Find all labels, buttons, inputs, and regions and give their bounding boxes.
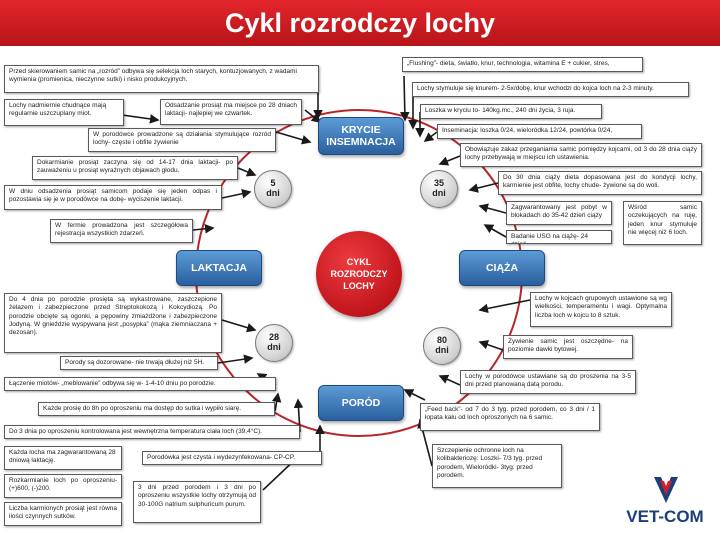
day-5-number: 5 [270, 178, 276, 189]
phase-ciaza: CIĄŻA [459, 250, 545, 286]
note-feedback: „Feed back”- od 7 do 3 tyg. przed porode… [420, 403, 600, 431]
cycle-center: CYKL ROZRODCZY LOCHY [316, 231, 402, 317]
center-label: CYKL ROZRODCZY LOCHY [330, 256, 388, 292]
note-creep-feeding: Dokarmianie prosiąt zaczyna się od 14-17… [32, 156, 238, 180]
day-35-unit: dni [432, 188, 446, 198]
phase-krycie: KRYCIE INSEMNACJA [318, 117, 404, 155]
vet-com-logo: VET-COM [615, 475, 715, 535]
note-feeding-economy: Żywienie samic jest oszczędne- na poziom… [503, 335, 633, 359]
note-stimulation: W porodówce prowadzone są działania stym… [88, 128, 276, 152]
note-usg: Badanie USG na ciążę- 24 dzień. [506, 230, 612, 244]
day-marker-28: 28 dni [255, 324, 293, 362]
note-weaning-fast: W dniu odsadzenia prosiąt samicom podaje… [4, 185, 222, 210]
note-insemination: Inseminacja: loszka 0/24, wieloródka 12/… [437, 124, 642, 139]
note-feeding-after-farrowing: Rozkarmianie loch po oproszeniu- (+)600,… [4, 474, 122, 498]
logo-text: VET-COM [626, 507, 704, 526]
title-bar: Cykl rozrodczy lochy [0, 0, 720, 46]
note-boar-ratio: Wśród samic oczekujących na ruję, jeden … [623, 201, 702, 245]
note-thin-sows: Lochy nadmiernie chudnące mają regularni… [4, 99, 124, 126]
phase-ciaza-label: CIĄŻA [485, 261, 519, 274]
day-28-number: 28 [268, 332, 279, 343]
note-boar-stimulation: Lochy stymuluje się knurem- 2-5x/dobę, k… [412, 82, 689, 97]
note-group-pens: Lochy w kojcach grupowych ustawione są w… [530, 292, 672, 327]
note-farrowing-placement: Lochy w porodówce ustawiane są do prosze… [460, 370, 636, 394]
phase-laktacja: LAKTACJA [176, 250, 262, 286]
vet-com-logo-icon [654, 477, 678, 503]
phase-porod: PORÓD [318, 385, 404, 421]
cycle-diagram: Przed skierowaniem samic na „rozród” odb… [0, 46, 720, 540]
phase-krycie-label: KRYCIE INSEMNACJA [326, 123, 396, 148]
day-marker-5: 5 dni [254, 170, 292, 208]
note-weaning-day: Odsadzanie prosiąt ma miejsce po 28 dnia… [160, 99, 302, 125]
phase-porod-label: PORÓD [341, 396, 381, 409]
note-stalls: Zagwarantowany jest pobyt w blokadach do… [506, 201, 612, 225]
note-litter-merging: Łączenie miotów- „meblowanie” odbywa się… [4, 377, 276, 391]
page-title: Cykl rozrodczy lochy [224, 8, 496, 38]
note-flushing: „Flushing”- dieta, światło, knur, techno… [402, 57, 643, 72]
note-farrowing-supervised: Porody są dozorowane- nie trwają dłużej … [60, 356, 218, 370]
note-piglet-care: Do 4 dnia po porodzie prosięta są wykast… [4, 293, 222, 353]
note-lactation-28: Każda locha ma zagwarantowaną 28 dniową … [4, 446, 122, 470]
note-colostrum: Każde prosię do 8h po oproszeniu ma dost… [38, 402, 275, 416]
note-vaccination: Szczepienie ochronne loch na kolibakteri… [432, 444, 562, 488]
day-35-number: 35 [433, 178, 444, 189]
note-natrium: 3 dni przed porodem i 3 dni po oproszeni… [133, 481, 261, 523]
note-no-moving: Obowiązuje zakaz przeganiania samic pomi… [460, 143, 702, 167]
note-gilt-mating: Loszka w kryciu to- 140kg.mc., 240 dni ż… [420, 104, 602, 119]
note-temperature: Do 3 dnia po oproszeniu kontrolowana jes… [4, 425, 300, 439]
phase-laktacja-label: LAKTACJA [191, 261, 247, 274]
day-28-unit: dni [267, 342, 281, 352]
note-teat-count: Liczba karmionych prosiąt jest równa ilo… [4, 502, 122, 526]
note-diet-30: Do 30 dnia ciąży dieta dopasowana jest d… [498, 171, 702, 195]
day-marker-80: 80 dni [423, 327, 461, 365]
note-farrowing-clean: Porodówka jest czysta i wydezynfekowana-… [142, 451, 322, 465]
day-80-number: 80 [436, 335, 447, 346]
day-5-unit: dni [266, 188, 280, 198]
note-selection: Przed skierowaniem samic na „rozród” odb… [4, 65, 319, 93]
note-records: W fermie prowadzona jest szczegółowa rej… [50, 219, 193, 243]
day-80-unit: dni [435, 345, 449, 355]
day-marker-35: 35 dni [420, 170, 458, 208]
